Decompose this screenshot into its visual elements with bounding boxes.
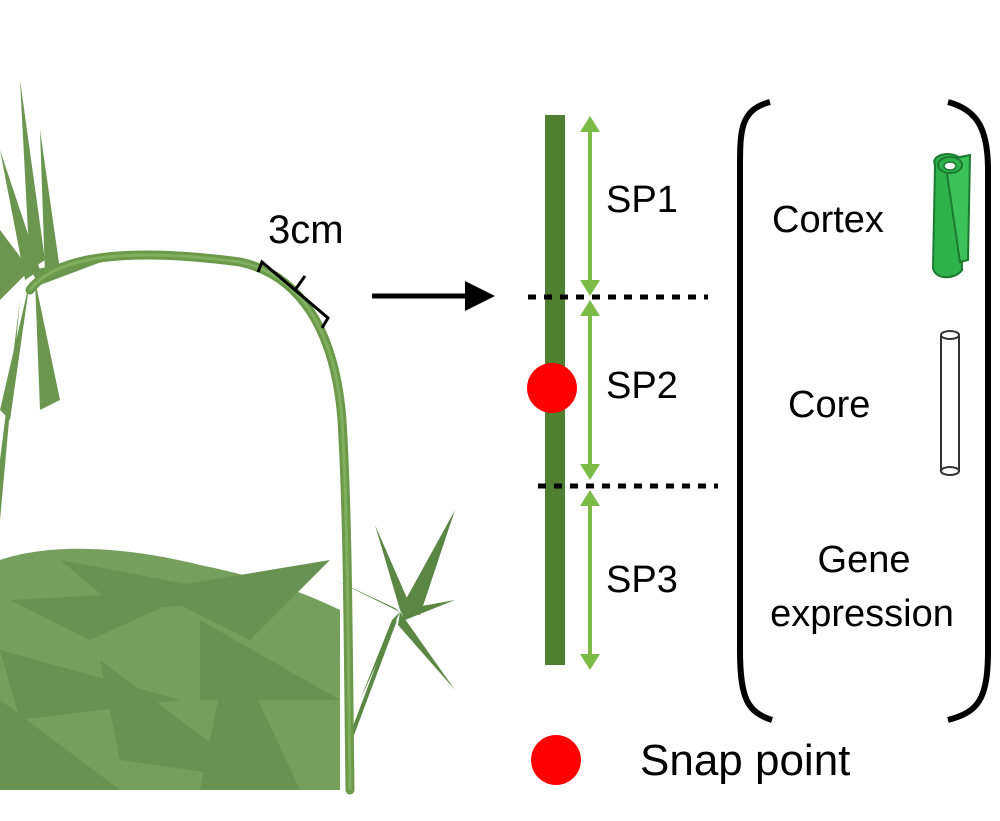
segment-label-sp3: SP3	[606, 559, 678, 601]
white-cylinder-icon	[940, 330, 960, 476]
leaf-cluster-bottom	[0, 548, 340, 790]
segment-label-sp1: SP1	[606, 179, 678, 221]
legend-snap-point-icon	[531, 735, 581, 785]
leaf-cluster-top	[0, 80, 120, 520]
legend-label: Snap point	[640, 736, 850, 785]
measurement-label: 3cm	[268, 208, 344, 252]
green-rolled-bark-icon	[931, 153, 972, 279]
analysis-line-2: expression	[770, 593, 954, 635]
tissue-label-cortex: Cortex	[772, 199, 884, 241]
analysis-line-1: Gene	[818, 539, 911, 581]
right-bracket	[947, 99, 991, 723]
segment-arrows	[580, 116, 600, 670]
plant-illustration	[0, 80, 455, 795]
snap-point-marker	[527, 363, 577, 413]
left-bracket	[737, 99, 773, 723]
segment-label-sp2: SP2	[606, 365, 678, 407]
measurement-bracket	[256, 259, 330, 329]
tissue-label-core: Core	[788, 384, 870, 426]
